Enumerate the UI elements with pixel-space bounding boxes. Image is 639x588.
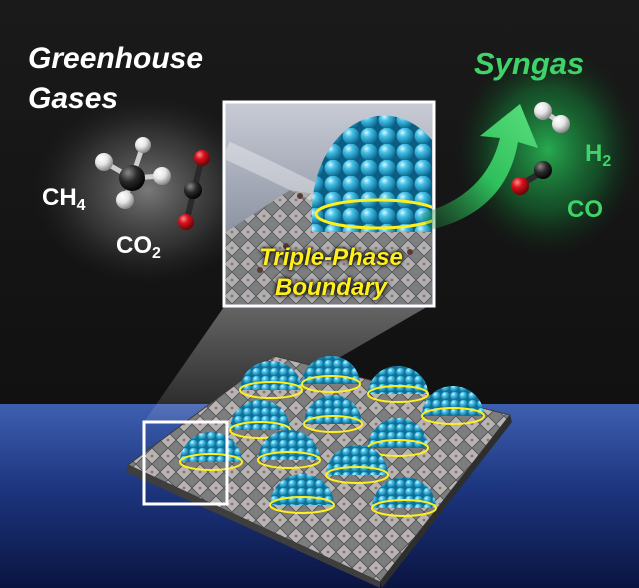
nanoparticle (269, 474, 335, 514)
nanoparticle (421, 386, 485, 425)
nanoparticle (371, 477, 437, 517)
nanoparticle (325, 445, 389, 484)
curved-arrow-icon (420, 104, 538, 230)
h2-label: H2 (585, 140, 611, 171)
nanoparticle (257, 430, 321, 469)
greenhouse-title-line2: Gases (28, 82, 119, 115)
ch4-label-base: CH (42, 184, 77, 211)
co2-label: CO2 (116, 232, 161, 263)
triple-phase-label-line1: Triple-Phase (259, 244, 403, 271)
nanoparticle (301, 356, 361, 393)
co2-label-base: CO (116, 232, 152, 259)
nanoparticle (239, 361, 303, 399)
h2-label-base: H (585, 140, 603, 167)
nanoparticle-array (179, 356, 485, 517)
catalyst-lattice (126, 355, 512, 588)
syngas-title: Syngas (474, 46, 585, 81)
methane-molecule-icon (95, 137, 171, 209)
co2-label-sub: 2 (152, 245, 161, 262)
inset-zoom-panel (222, 100, 436, 308)
h2-molecule-icon (534, 102, 570, 133)
syngas-glow (456, 45, 639, 255)
ch4-label: CH4 (42, 184, 86, 215)
selection-box (142, 420, 229, 506)
nanoparticle (303, 395, 363, 433)
nanoparticle (367, 366, 429, 403)
greenhouse-title-line1: Greenhouse (28, 42, 204, 75)
h2-label-sub: 2 (602, 153, 612, 170)
ch4-label-sub: 4 (76, 197, 86, 214)
triple-phase-label-line2: Boundary (274, 274, 387, 301)
greenhouse-glow (33, 95, 263, 285)
co2-molecule-icon (178, 150, 210, 230)
co-molecule-icon (511, 161, 552, 195)
co-label: CO (567, 196, 603, 223)
nanoparticle (229, 400, 291, 439)
